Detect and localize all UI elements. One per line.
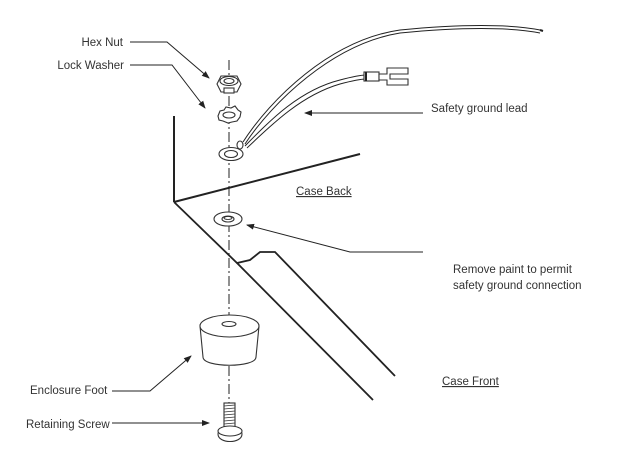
hex-nut-icon: [216, 75, 242, 94]
enclosure-foot-label: Enclosure Foot: [30, 385, 108, 397]
lock-washer-leader: [130, 64, 206, 109]
case-back-panel: [173, 116, 361, 203]
safety-ground-wires: [242, 25, 544, 149]
remove-paint-label-line2: safety ground connection: [453, 280, 582, 292]
enclosure-foot-icon: [199, 314, 260, 366]
hex-nut-label: Hex Nut: [81, 37, 123, 49]
hex-nut-leader: [130, 41, 210, 79]
enclosure-foot-leader: [112, 355, 192, 392]
spade-terminal-icon: [363, 67, 409, 86]
safety-ground-lead-label: Safety ground lead: [431, 103, 528, 115]
case-front-panel: [173, 201, 396, 401]
lock-washer-label: Lock Washer: [57, 60, 124, 72]
remove-paint-leader: [246, 223, 423, 253]
lock-washer-icon: [217, 105, 242, 124]
retaining-screw-label: Retaining Screw: [26, 419, 110, 431]
case-front-label: Case Front: [442, 376, 500, 388]
remove-paint-label-line1: Remove paint to permit: [453, 264, 573, 276]
case-back-label: Case Back: [296, 186, 352, 198]
retaining-screw-icon: [217, 402, 243, 443]
ring-terminal-icon: [218, 140, 244, 162]
case-back-hole-icon: [213, 211, 243, 227]
